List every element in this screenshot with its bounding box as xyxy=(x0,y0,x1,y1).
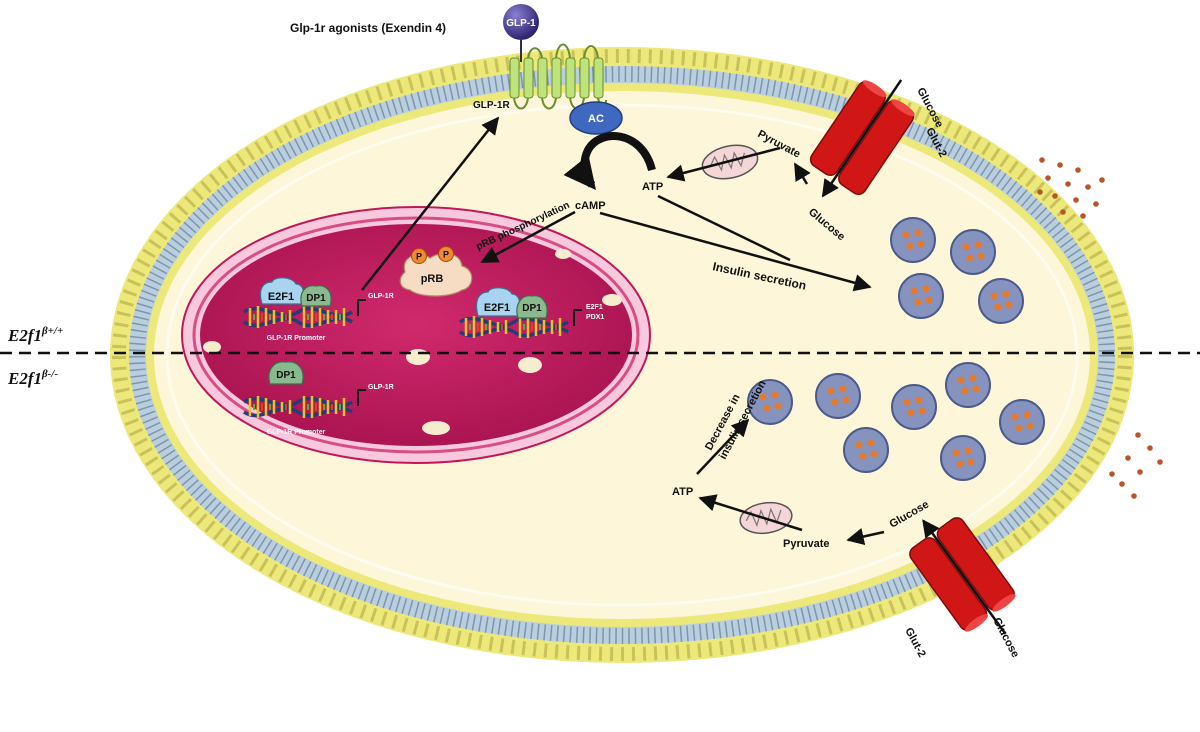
vesicle xyxy=(898,273,944,319)
secreted-insulin-top xyxy=(1037,157,1105,219)
nuclear-pore xyxy=(602,294,622,306)
glp1-ligand xyxy=(503,4,539,40)
nuclear-pore xyxy=(518,357,542,373)
agonists-label: Glp-1r agonists (Exendin 4) xyxy=(290,21,446,35)
atp-to-camp-curve-arrow xyxy=(563,132,656,190)
vesicle xyxy=(843,427,889,473)
nuclear-pore xyxy=(422,421,450,435)
prb-protein xyxy=(399,252,473,297)
e2f1-gene-label: E2F1 xyxy=(586,304,603,311)
nuclear-envelope-inner xyxy=(192,216,640,454)
vesicle xyxy=(950,229,996,275)
camp-label: cAMP xyxy=(575,200,606,212)
dp1-label-bottom: DP1 xyxy=(276,370,296,381)
vesicle xyxy=(978,278,1024,324)
atp-to-vesicle-arrow-bottom xyxy=(696,418,750,475)
promoter-to-glp1r-arrow xyxy=(361,116,500,291)
vesicle xyxy=(891,384,937,430)
camp-to-insulin-arrow xyxy=(599,211,872,292)
glp1-label: GLP-1 xyxy=(506,18,536,29)
vesicle xyxy=(747,379,793,425)
secreted-insulin-bottom xyxy=(1109,432,1163,499)
dna-glp1r-promoter-top xyxy=(243,306,353,328)
tss-arrow-bottom xyxy=(357,389,366,406)
insulin-vesicles-top xyxy=(890,217,1024,324)
cytoplasm-highlight xyxy=(165,103,1079,607)
vesicle xyxy=(815,373,861,419)
nucleus xyxy=(181,206,651,464)
glut2-channel-top xyxy=(809,79,915,198)
dp1-label-top-right: DP1 xyxy=(522,303,542,314)
atp-label-top: ATP xyxy=(642,181,663,193)
nuclear-pore xyxy=(406,349,430,365)
glut2-label-bottom: Glut-2 xyxy=(902,626,928,660)
camp-to-prb-arrow xyxy=(480,210,576,264)
tss-arrow-top-left xyxy=(357,299,366,316)
glp1r-receptor xyxy=(509,43,607,110)
e2f1-label-top-right: E2F1 xyxy=(484,302,510,314)
glut2-channel-bottom xyxy=(909,517,1016,635)
glp1r-promoter-label-bottom: GLP-1R Promoter xyxy=(267,429,326,436)
pdx1-gene-label: PDX1 xyxy=(586,314,604,321)
phosphate-2 xyxy=(438,246,454,262)
nucleoplasm xyxy=(200,224,632,446)
vesicle xyxy=(945,362,991,408)
insulin-vesicles-bottom xyxy=(747,362,1045,481)
pyruvate-to-atp-arrow-bottom xyxy=(698,494,803,532)
adenylyl-cyclase xyxy=(569,101,623,135)
glp1r-promoter-label-top: GLP-1R Promoter xyxy=(267,335,326,342)
glp1r-label: GLP-1R xyxy=(473,100,510,111)
e2f1-label-top-left: E2F1 xyxy=(268,291,294,303)
condition-label-bottom: E2f1β-/- xyxy=(7,368,58,388)
ac-label: AC xyxy=(588,113,604,125)
vesicle xyxy=(999,399,1045,445)
vesicle xyxy=(890,217,936,263)
phosphate-2-label: P xyxy=(443,250,449,260)
dp1-protein-top-left xyxy=(300,285,332,307)
phosphate-1-label: P xyxy=(416,252,422,262)
atp-to-insulin-line xyxy=(657,194,791,262)
nuclear-pore xyxy=(203,341,221,353)
prb-label: pRB xyxy=(421,273,444,285)
condition-label-top: E2f1β+/+ xyxy=(7,325,63,345)
membrane-tail-texture xyxy=(129,66,1115,644)
pyruvate-to-atp-arrow-top xyxy=(666,146,781,182)
dna-e2f1-pdx1-promoter xyxy=(459,316,569,338)
nuclear-pore xyxy=(555,249,571,259)
glp1r-gene-label-top-left: GLP-1R xyxy=(368,293,394,300)
dna-glp1r-promoter-bottom xyxy=(243,396,353,418)
glucose-to-pyruvate-arrow-top xyxy=(793,162,811,185)
dp1-label-top-left: DP1 xyxy=(306,293,326,304)
vesicle xyxy=(940,435,986,481)
glp1r-gene-label-bottom: GLP-1R xyxy=(368,384,394,391)
glucose-to-pyruvate-arrow-bottom xyxy=(846,528,885,546)
membrane-outer-head-texture xyxy=(112,49,1132,661)
glucose-label-outside-bottom: Glucose xyxy=(990,616,1021,660)
pyruvate-label-bottom: Pyruvate xyxy=(783,538,829,550)
atp-label-bottom: ATP xyxy=(672,486,693,498)
dp1-protein-top-right xyxy=(516,295,548,319)
phosphate-1 xyxy=(411,248,427,264)
dp1-protein-bottom xyxy=(268,361,304,385)
tss-arrow-top-right xyxy=(573,309,582,326)
